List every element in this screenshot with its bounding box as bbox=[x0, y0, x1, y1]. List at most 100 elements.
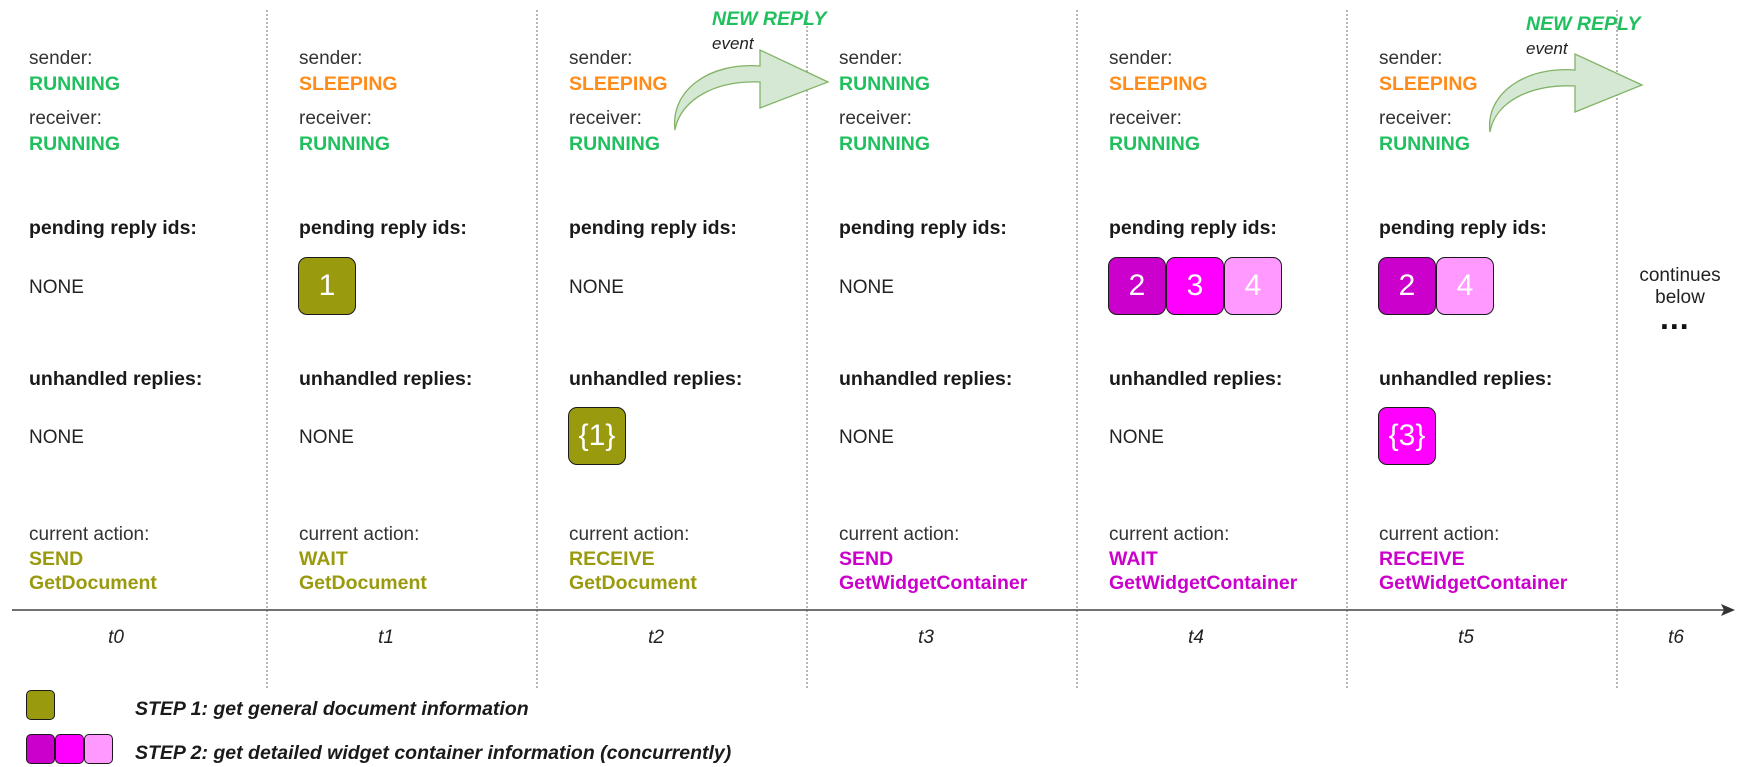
current-action-label: current action: bbox=[839, 524, 960, 545]
sender-label: sender: bbox=[1379, 48, 1443, 69]
timeline-column: sender: RUNNING receiver: RUNNING pending re… bbox=[839, 0, 1107, 600]
event-title: NEW REPLY bbox=[712, 8, 827, 30]
pending-label: pending reply ids: bbox=[299, 217, 467, 239]
time-tick: t5 bbox=[1458, 627, 1474, 648]
time-tick: t4 bbox=[1188, 627, 1204, 648]
event-subtitle: event bbox=[712, 34, 754, 53]
current-action: WAIT bbox=[299, 548, 348, 570]
unhandled-none: NONE bbox=[29, 427, 84, 448]
time-tick: t6 bbox=[1668, 627, 1684, 648]
legend-step2-text: STEP 2: get detailed widget container in… bbox=[135, 742, 732, 764]
current-action-label: current action: bbox=[299, 524, 420, 545]
receiver-label: receiver: bbox=[1109, 108, 1182, 129]
sender-label: sender: bbox=[569, 48, 633, 69]
legend-step1-swatch bbox=[26, 690, 55, 720]
legend-step2-swatch bbox=[26, 734, 55, 764]
time-tick: t0 bbox=[108, 627, 124, 648]
receiver-label: receiver: bbox=[1379, 108, 1452, 129]
separator bbox=[1346, 10, 1348, 688]
current-action: RECEIVE bbox=[1379, 548, 1465, 570]
axis-arrowhead bbox=[1721, 604, 1735, 616]
timeline-column: sender: SLEEPING receiver: RUNNING pending r… bbox=[568, 0, 837, 600]
time-tick: t3 bbox=[918, 627, 934, 648]
legend-step2-swatch bbox=[84, 734, 113, 764]
receiver-state: RUNNING bbox=[299, 133, 390, 155]
unhandled-none: NONE bbox=[1109, 427, 1164, 448]
pending-id-box: 2 bbox=[1378, 257, 1436, 315]
current-action-target: GetDocument bbox=[299, 572, 427, 594]
sender-label: sender: bbox=[839, 48, 903, 69]
current-action: WAIT bbox=[1109, 548, 1158, 570]
sender-label: sender: bbox=[29, 48, 93, 69]
unhandled-label: unhandled replies: bbox=[569, 368, 743, 390]
receiver-label: receiver: bbox=[839, 108, 912, 129]
sender-state: SLEEPING bbox=[569, 73, 668, 95]
event-subtitle: event bbox=[1526, 39, 1568, 58]
pending-label: pending reply ids: bbox=[1379, 217, 1547, 239]
timeline-column: sender: RUNNING receiver: RUNNING pending re… bbox=[29, 0, 297, 600]
pending-id-box: 2 bbox=[1108, 257, 1166, 315]
unhandled-reply-box: {1} bbox=[568, 407, 626, 465]
event-title: NEW REPLY bbox=[1526, 13, 1641, 35]
sender-state: RUNNING bbox=[29, 73, 120, 95]
pending-none: NONE bbox=[569, 277, 624, 298]
pending-id-box: 4 bbox=[1224, 257, 1282, 315]
receiver-state: RUNNING bbox=[1109, 133, 1200, 155]
receiver-label: receiver: bbox=[29, 108, 102, 129]
sender-label: sender: bbox=[299, 48, 363, 69]
pending-label: pending reply ids: bbox=[1109, 217, 1277, 239]
sender-state: SLEEPING bbox=[1379, 73, 1478, 95]
receiver-state: RUNNING bbox=[569, 133, 660, 155]
timeline-column: sender: SLEEPING receiver: RUNNING pending r… bbox=[298, 0, 567, 600]
receiver-state: RUNNING bbox=[839, 133, 930, 155]
ellipsis: ... bbox=[1660, 300, 1690, 336]
legend-step1-text: STEP 1: get general document information bbox=[135, 698, 529, 720]
separator bbox=[266, 10, 268, 688]
pending-label: pending reply ids: bbox=[29, 217, 197, 239]
current-action-label: current action: bbox=[29, 524, 150, 545]
sender-state: SLEEPING bbox=[1109, 73, 1208, 95]
time-tick: t1 bbox=[378, 627, 394, 648]
pending-id-box: 3 bbox=[1166, 257, 1224, 315]
current-action-label: current action: bbox=[1379, 524, 1500, 545]
unhandled-none: NONE bbox=[299, 427, 354, 448]
pending-id-box: 4 bbox=[1436, 257, 1494, 315]
receiver-state: RUNNING bbox=[29, 133, 120, 155]
current-action-target: GetWidgetContainer bbox=[1379, 572, 1568, 594]
current-action: RECEIVE bbox=[569, 548, 655, 570]
unhandled-label: unhandled replies: bbox=[29, 368, 203, 390]
sender-state: SLEEPING bbox=[299, 73, 398, 95]
current-action: SEND bbox=[29, 548, 84, 570]
unhandled-none: NONE bbox=[839, 427, 894, 448]
unhandled-reply-box: {3} bbox=[1378, 407, 1436, 465]
current-action-label: current action: bbox=[569, 524, 690, 545]
separator bbox=[806, 10, 808, 688]
unhandled-label: unhandled replies: bbox=[1109, 368, 1283, 390]
unhandled-label: unhandled replies: bbox=[839, 368, 1013, 390]
pending-label: pending reply ids: bbox=[839, 217, 1007, 239]
continues-below-label: continues below bbox=[1639, 265, 1721, 308]
pending-none: NONE bbox=[29, 277, 84, 298]
separator bbox=[536, 10, 538, 688]
unhandled-label: unhandled replies: bbox=[1379, 368, 1553, 390]
unhandled-label: unhandled replies: bbox=[299, 368, 473, 390]
timeline-column: sender: SLEEPING receiver: RUNNING pending r… bbox=[1378, 0, 1647, 600]
current-action: SEND bbox=[839, 548, 894, 570]
pending-id-box: 1 bbox=[298, 257, 356, 315]
current-action-label: current action: bbox=[1109, 524, 1230, 545]
pending-none: NONE bbox=[839, 277, 894, 298]
current-action-target: GetWidgetContainer bbox=[1109, 572, 1298, 594]
separator bbox=[1076, 10, 1078, 688]
legend-step2-swatch bbox=[55, 734, 84, 764]
current-action-target: GetWidgetContainer bbox=[839, 572, 1028, 594]
receiver-label: receiver: bbox=[299, 108, 372, 129]
current-action-target: GetDocument bbox=[29, 572, 157, 594]
receiver-label: receiver: bbox=[569, 108, 642, 129]
separator bbox=[1616, 10, 1618, 688]
receiver-state: RUNNING bbox=[1379, 133, 1470, 155]
sender-state: RUNNING bbox=[839, 73, 930, 95]
pending-label: pending reply ids: bbox=[569, 217, 737, 239]
current-action-target: GetDocument bbox=[569, 572, 697, 594]
